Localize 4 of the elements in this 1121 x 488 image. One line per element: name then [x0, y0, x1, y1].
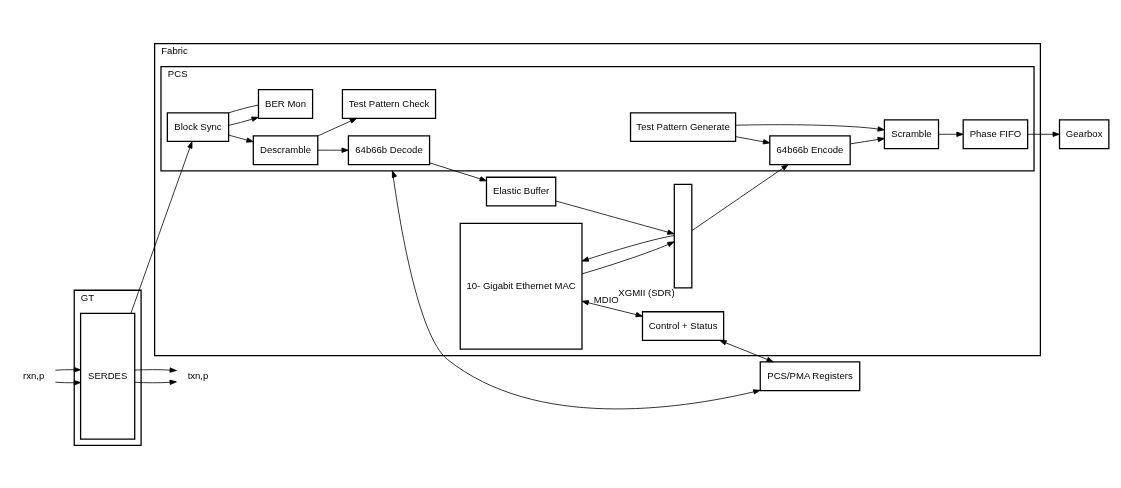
node-label: XGMII (SDR): [618, 286, 675, 298]
node-text: txn,p: [187, 369, 209, 381]
edge-label: MDIO: [593, 293, 619, 305]
node-text: rxn,p: [23, 369, 45, 381]
